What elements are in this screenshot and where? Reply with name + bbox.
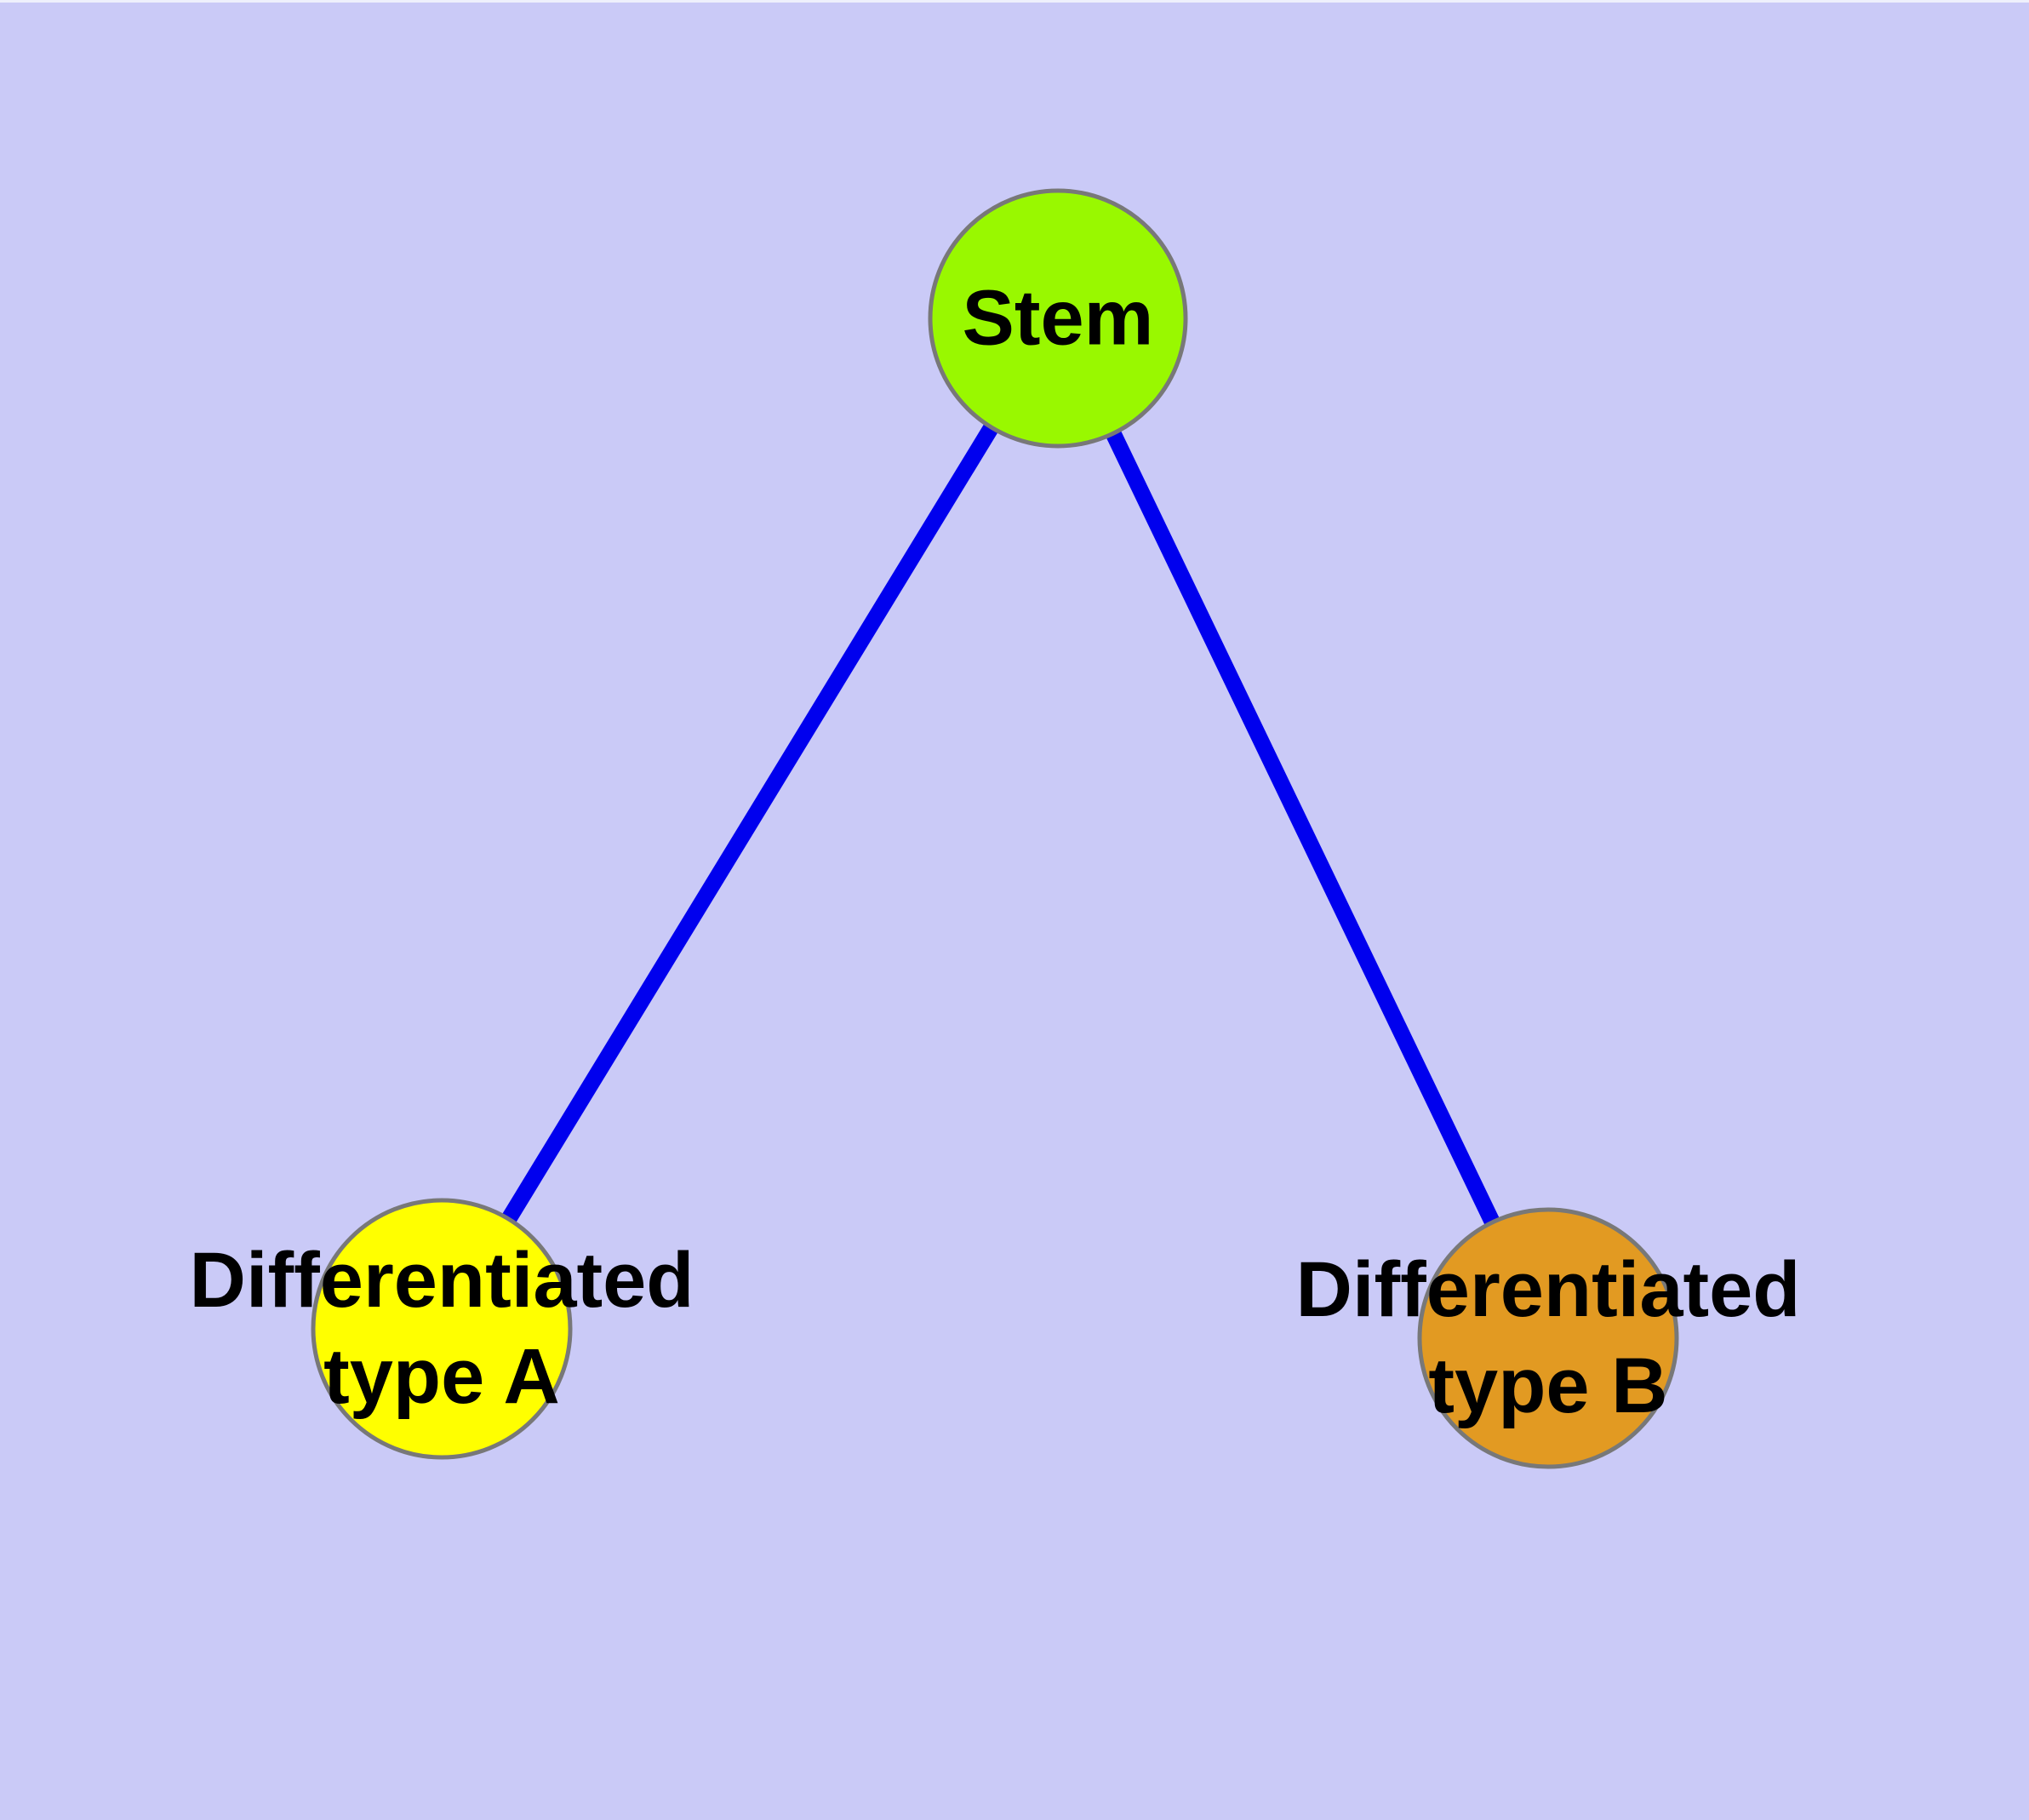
edge-stem-to-type-b — [1050, 314, 1556, 1342]
top-edge-highlight — [0, 0, 2029, 3]
node-circle-type-b — [1417, 1207, 1679, 1469]
node-circle-stem — [928, 188, 1188, 449]
edge-stem-to-type-a — [434, 314, 1066, 1333]
node-circle-type-a — [311, 1198, 573, 1460]
